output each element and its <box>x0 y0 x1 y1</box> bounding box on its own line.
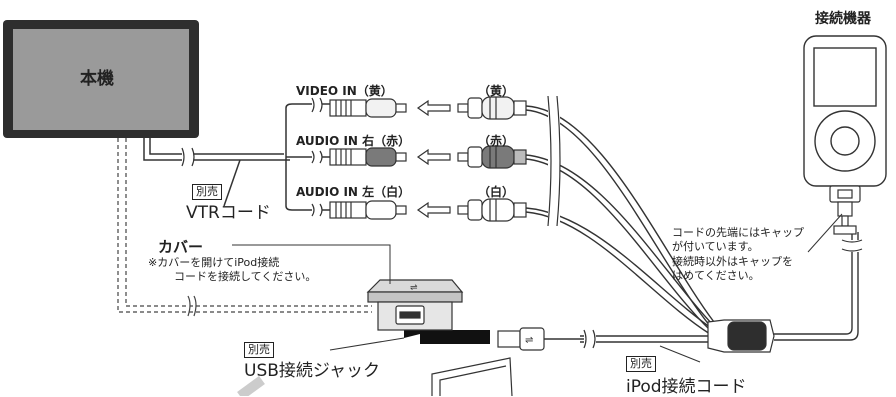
ipod-device <box>803 35 887 187</box>
ipod-cord-tag: 別売 <box>626 356 656 372</box>
connector-label-audio-left: AUDIO IN 左（白） <box>296 185 411 199</box>
connect-arrows <box>416 99 451 219</box>
device-title: 接続機器 <box>815 11 871 27</box>
connector-label-audio-right: AUDIO IN 右（赤） <box>296 134 411 148</box>
rca-jack-audio-right <box>329 147 407 167</box>
vtr-cord-tag: 別売 <box>192 184 222 200</box>
usb-plug: ⇌ <box>497 327 545 351</box>
cover-note-line1: ※カバーを開けてiPod接続 <box>148 256 280 269</box>
rca-jack-audio-left <box>329 200 407 220</box>
rca-plug-white <box>457 198 527 222</box>
vtr-cord <box>143 103 330 211</box>
main-unit-label: 本機 <box>80 69 114 89</box>
rca-plug-yellow <box>457 96 527 120</box>
dock-connector <box>829 185 861 235</box>
cover-label: カバー <box>158 238 204 256</box>
usb-jack-tag-wrap: 別売 <box>244 338 274 358</box>
connector-label-video: VIDEO IN（黄） <box>296 84 393 98</box>
svg-text:⇌: ⇌ <box>410 283 418 293</box>
main-unit <box>3 20 199 138</box>
ipod-cord-label: iPod接続コード <box>626 377 747 397</box>
cap-note-line3: 接続時以外はキャップを <box>672 255 793 268</box>
rca-jack-video <box>329 98 407 118</box>
cap-note-line4: はめてください。 <box>672 269 760 282</box>
usb-jack <box>366 279 464 331</box>
cord-splitter <box>707 319 775 353</box>
plug-label-yellow: （黄） <box>478 84 515 98</box>
usb-jack-label: USB接続ジャック <box>244 361 381 381</box>
insert-arrow <box>404 318 490 344</box>
usb-jack-tag: 別売 <box>244 342 274 358</box>
ipod-cord-tag-wrap: 別売 <box>626 352 656 372</box>
vtr-cord-tag-wrap: 別売 <box>192 180 222 200</box>
usb-extension-cable <box>117 138 372 313</box>
plug-label-white: （白） <box>478 185 515 199</box>
background-device <box>431 357 513 396</box>
plug-label-red: （赤） <box>478 134 515 148</box>
svg-text:⇌: ⇌ <box>525 335 533 346</box>
partial-arrow <box>237 375 265 396</box>
leader-lines <box>232 244 701 363</box>
rca-plug-red <box>457 145 527 169</box>
cover-note-line2: コードを接続してください。 <box>174 270 317 283</box>
device-cable <box>774 232 859 341</box>
cap-note-line2: が付いています。 <box>672 240 759 253</box>
vtr-cord-label: VTRコード <box>186 203 271 223</box>
cap-note-line1: コードの先端にはキャップ <box>672 226 804 239</box>
